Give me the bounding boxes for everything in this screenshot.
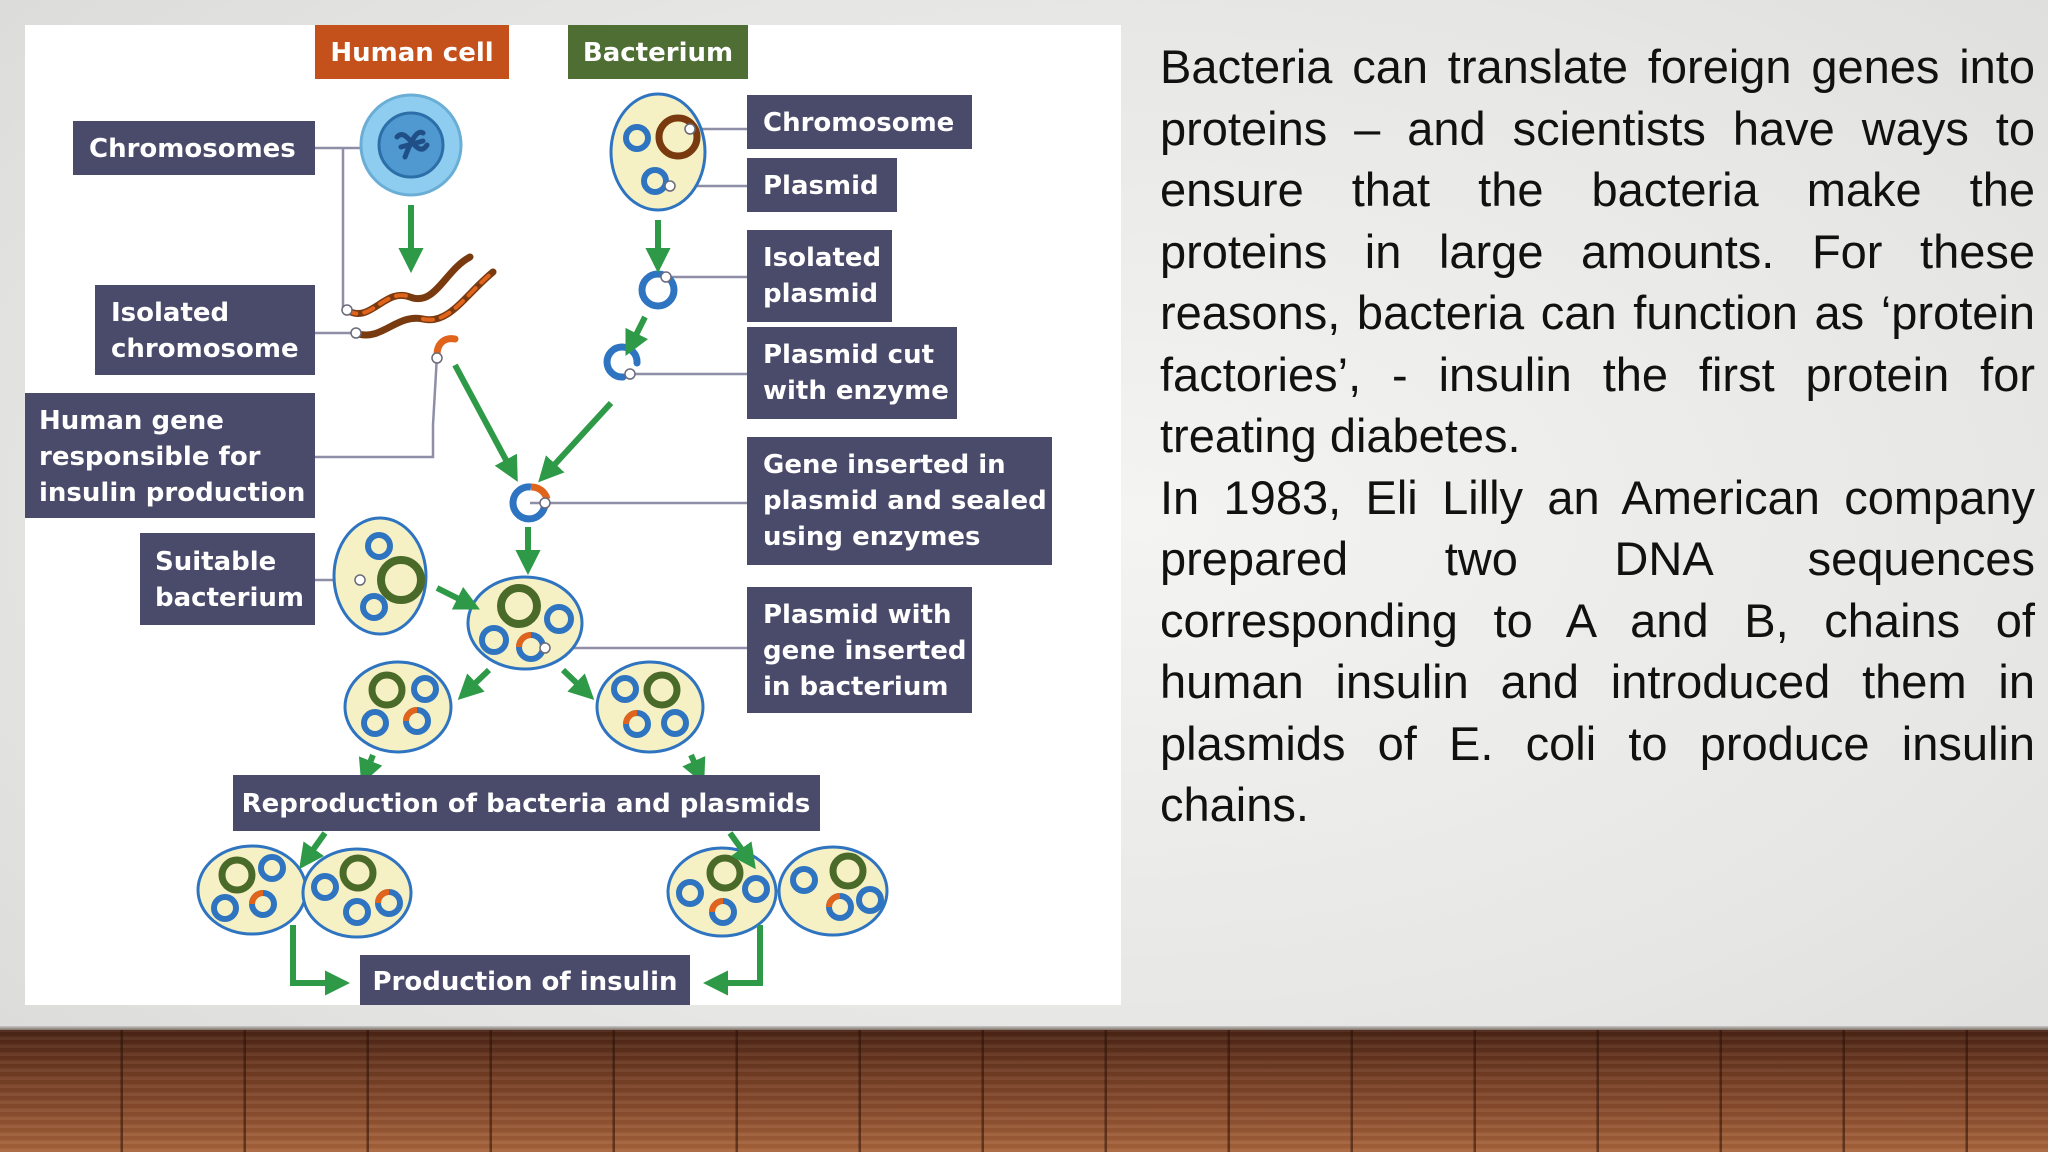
connector-chromosomes-down <box>341 148 347 312</box>
chromosomes-in-nucleus <box>394 129 430 160</box>
arrow-gene-to-recombinant <box>452 363 518 482</box>
label-plasmid: Plasmid <box>747 158 897 212</box>
bacterial-plasmid <box>641 167 669 195</box>
paragraph-eli-lilly: In 1983, Eli Lilly an American company p… <box>1160 470 2035 832</box>
arrow-plasmid-to-cut <box>625 315 649 357</box>
svg-text:responsible for: responsible for <box>39 442 261 472</box>
paragraph-bacteria-protein-factories: Bacteria can translate foreign genes int… <box>1160 40 2035 462</box>
label-gene-inserted: Gene inserted in plasmid and sealed usin… <box>747 437 1052 565</box>
label-production: Production of insulin <box>360 955 690 1005</box>
header-bacterium: Bacterium <box>568 25 748 79</box>
arrow-transformed-left <box>457 667 492 700</box>
recombinant-plasmid <box>509 483 551 523</box>
diagram-panel: Human cell Bacterium Chromosomes Isolate… <box>25 25 1121 1005</box>
bacterial-chromosome <box>655 114 701 160</box>
svg-text:insulin production: insulin production <box>39 478 305 508</box>
daughter-bacterium-left <box>343 660 453 754</box>
arrow-left-to-reproduction <box>358 753 383 785</box>
svg-text:Plasmid with: Plasmid with <box>763 600 952 630</box>
svg-text:using enzymes: using enzymes <box>763 522 981 552</box>
svg-text:Isolated: Isolated <box>111 298 229 328</box>
svg-text:Human gene: Human gene <box>39 406 224 436</box>
offspring-bacterium-2 <box>301 847 413 939</box>
insulin-production-diagram: Human cell Bacterium Chromosomes Isolate… <box>25 25 1052 1005</box>
label-chromosomes: Chromosomes <box>73 121 315 175</box>
svg-text:with enzyme: with enzyme <box>763 376 949 406</box>
label-chromosome: Chromosome <box>747 95 972 149</box>
daughter-bacterium-right <box>595 660 705 754</box>
arrow-transformed-right <box>560 667 595 700</box>
header-bacterium-text: Bacterium <box>583 38 733 68</box>
svg-text:plasmid: plasmid <box>763 279 878 309</box>
offspring-bacterium-4 <box>777 845 889 937</box>
arrow-suitable-to-transformed <box>435 585 481 610</box>
label-isolated-chromosome: Isolated chromosome <box>95 285 315 375</box>
transformed-bacterium <box>466 575 584 671</box>
svg-text:Plasmid: Plasmid <box>763 171 879 201</box>
label-isolated-plasmid: Isolated plasmid <box>747 230 892 322</box>
label-plasmid-with-gene: Plasmid with gene inserted in bacterium <box>747 587 972 713</box>
svg-text:in bacterium: in bacterium <box>763 672 948 702</box>
svg-text:Chromosome: Chromosome <box>763 108 954 138</box>
isolated-plasmid <box>638 270 678 310</box>
label-human-gene: Human gene responsible for insulin produ… <box>25 393 315 518</box>
text-panel: Bacteria can translate foreign genes int… <box>1160 36 2035 836</box>
svg-text:Production of insulin: Production of insulin <box>372 967 677 997</box>
suitable-bacterium-cell <box>332 516 428 636</box>
svg-text:Reproduction of bacteria and p: Reproduction of bacteria and plasmids <box>242 789 811 819</box>
offspring-bacterium-3 <box>666 846 778 938</box>
header-human-cell-text: Human cell <box>330 38 493 68</box>
arrow-left-to-production <box>290 925 351 996</box>
header-human-cell: Human cell <box>315 25 509 79</box>
label-plasmid-cut: Plasmid cut with enzyme <box>747 327 957 419</box>
human-cell <box>359 93 463 197</box>
human-gene-fragment <box>431 335 459 364</box>
svg-text:bacterium: bacterium <box>155 583 304 613</box>
connector-human-gene <box>315 354 439 459</box>
svg-text:chromosome: chromosome <box>111 334 299 364</box>
wooden-floor <box>0 1030 2048 1152</box>
svg-text:plasmid and sealed: plasmid and sealed <box>763 486 1047 516</box>
cut-plasmid <box>603 343 641 381</box>
isolated-chromosome-strands <box>341 253 497 339</box>
svg-text:Isolated: Isolated <box>763 243 881 273</box>
svg-text:Gene inserted in: Gene inserted in <box>763 450 1006 480</box>
bacterium-top <box>609 92 707 212</box>
arrow-right-to-production <box>702 925 763 996</box>
svg-text:Plasmid cut: Plasmid cut <box>763 340 934 370</box>
label-suitable-bacterium: Suitable bacterium <box>140 533 315 625</box>
arrow-cut-to-recombinant <box>538 400 614 483</box>
arrow-reproduction-right <box>727 831 756 870</box>
arrow-right-to-reproduction <box>682 753 706 785</box>
process-arrows <box>290 205 763 996</box>
arrow-reproduction-left <box>299 831 328 870</box>
svg-text:Suitable: Suitable <box>155 547 276 577</box>
svg-text:gene inserted: gene inserted <box>763 636 966 666</box>
offspring-bacterium-1 <box>196 844 308 936</box>
svg-text:Chromosomes: Chromosomes <box>89 134 296 164</box>
label-reproduction: Reproduction of bacteria and plasmids <box>233 775 820 831</box>
